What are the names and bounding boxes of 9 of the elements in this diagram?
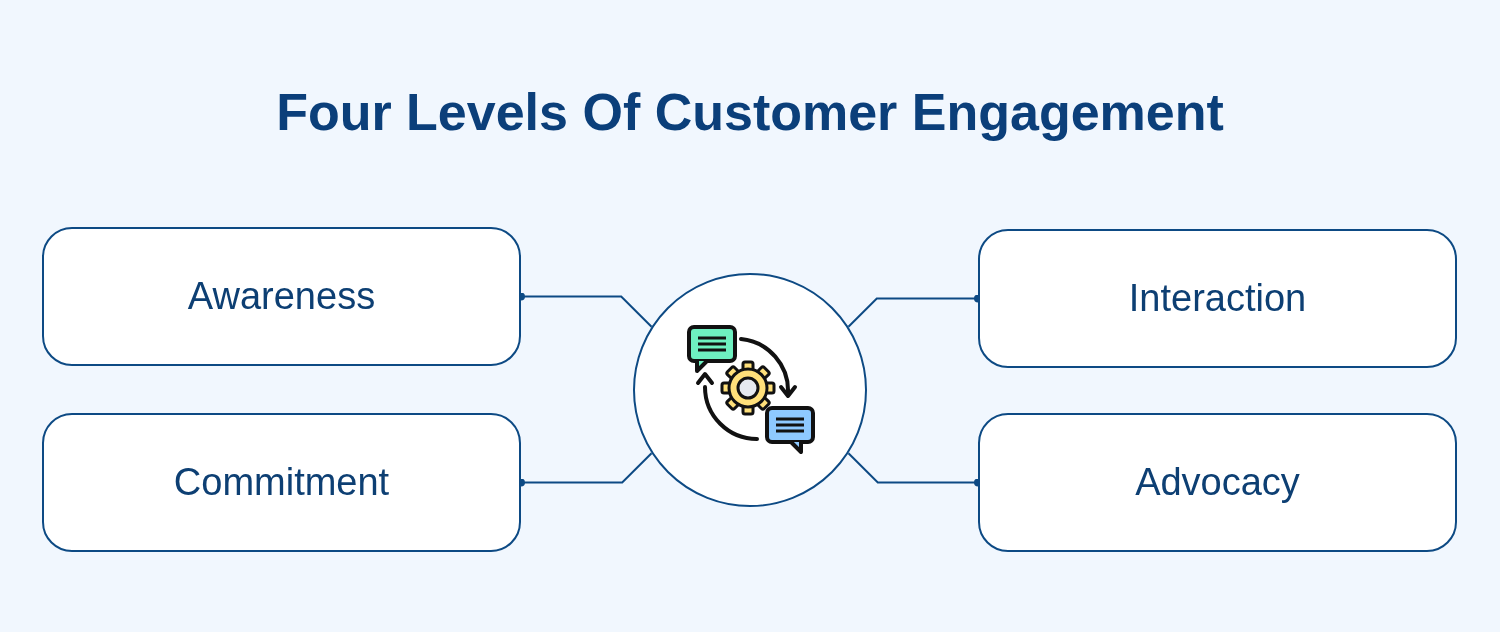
level-label: Commitment xyxy=(173,460,390,505)
level-box xyxy=(978,413,1457,552)
level-box xyxy=(978,229,1457,368)
level-box xyxy=(42,227,521,366)
level-label: Interaction xyxy=(1128,276,1307,321)
level-label: Awareness xyxy=(187,274,376,319)
title: Four Levels Of Customer Engagement xyxy=(276,82,1224,143)
level-label: Advocacy xyxy=(1135,460,1300,505)
level-box xyxy=(42,413,521,552)
